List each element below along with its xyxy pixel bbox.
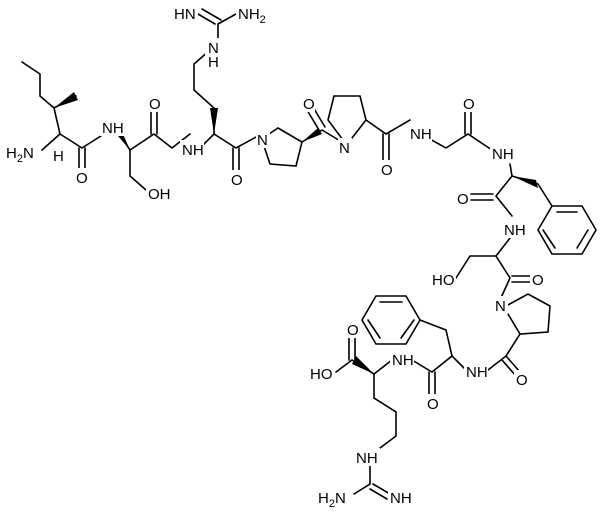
acid-carbonyl-oxygen-label: O	[347, 322, 359, 339]
ser2-side-chain-bonds	[455, 255, 497, 279]
pro2-carbonyl-bonds	[365, 119, 411, 135]
gly-amide-nh-label: NH	[410, 126, 432, 143]
ser1-backbone-bonds	[117, 131, 191, 152]
ser2-carbonyl-oxygen-label: O	[532, 272, 544, 289]
gly-carbonyl-oxygen-label: O	[463, 96, 475, 113]
pro2-ring-bonds	[327, 95, 367, 145]
bond-layer	[21, 8, 597, 500]
phe1-carbonyl-oxygen-label: O	[457, 191, 469, 208]
arg1-wedge	[210, 108, 218, 134]
pro3-ring-bonds	[505, 293, 551, 335]
pro2-carbonyl-oxygen-label: O	[381, 162, 393, 179]
pro3-nitrogen-label: N	[495, 298, 506, 315]
arg1-backbone-bonds	[201, 132, 259, 149]
phe1-amide-nh-label: NH	[492, 146, 514, 163]
phe2-benzene-ring	[361, 295, 421, 345]
ser2-amide-nh-label: NH	[504, 222, 526, 239]
wedge-layer	[54, 92, 538, 374]
pro3-carbonyl-bonds	[487, 333, 521, 371]
guanidine2-amine-label: H2N	[318, 490, 346, 510]
guanidine1-amine-label: NH2	[238, 6, 266, 26]
phe1-backbone-bonds	[494, 163, 513, 217]
guanidine1-nitrogen-label: N	[208, 40, 219, 57]
ile-carbonyl-double-bond	[78, 147, 86, 169]
phe1-benzene-inner-bonds	[542, 211, 589, 249]
phe2-carbonyl-oxygen-label: O	[427, 396, 439, 413]
pro1-carbonyl-oxygen-label: O	[303, 96, 315, 113]
acid-bonds	[335, 359, 353, 373]
acid-hydroxyl-label: HO	[310, 366, 333, 383]
phe1-carbonyl-double-bond	[470, 193, 494, 201]
arg1-carbonyl-double-bond	[232, 147, 240, 171]
pro1-wedge	[302, 128, 322, 142]
guanidine2-nh-label: NH	[356, 450, 378, 467]
guanidine1-hydrogen-label: H	[208, 54, 219, 71]
pro2-nitrogen-label: N	[339, 140, 350, 157]
ser1-side-chain-bonds	[129, 149, 147, 191]
gly-backbone-bonds	[427, 133, 493, 151]
ser1-carbonyl-double-bond	[150, 111, 158, 135]
arg2-side-chain-bonds	[373, 373, 397, 449]
ile-ser-amide-nh-label: NH	[102, 120, 124, 137]
phe2-benzene-inner-bonds	[367, 301, 415, 339]
ile-backbone-bonds	[41, 133, 105, 151]
phe2-backbone-bonds	[411, 354, 467, 373]
phe1-wedge	[512, 176, 538, 188]
ile-alpha-hydrogen-label: H	[53, 148, 64, 165]
pro3-carbonyl-double-bond	[501, 355, 521, 377]
arg2-amide-nh-label: NH	[392, 352, 414, 369]
phe2-side-chain-bonds	[419, 319, 453, 357]
acid-carbonyl-double-bond	[348, 337, 356, 361]
label-layer: HN NH2 N H H2N H NH O O OH NH O N O N O	[4, 4, 544, 510]
phe1-benzene-ring	[537, 205, 597, 255]
phe2-carbonyl-double-bond	[428, 371, 436, 395]
guanidine2-imine-double-bond	[369, 483, 391, 500]
phe2-amide-nh-label: NH	[466, 364, 488, 381]
ile-amine-label: H2N	[6, 145, 34, 165]
arg2-wedge	[352, 356, 374, 374]
ser2-hydroxyl-label: HO	[432, 272, 455, 289]
ser1-wedge	[118, 132, 130, 150]
ile-methyl-wedge	[54, 92, 78, 108]
ser1-carbonyl-oxygen-label: O	[149, 96, 161, 113]
guanidine1-imine-label: HN	[174, 6, 196, 23]
gly-carbonyl-double-bond	[464, 111, 472, 135]
guanidine1-imine-double-bond	[197, 8, 222, 25]
guanidine2-imine-label: NH	[390, 490, 412, 507]
arg1-amide-nh-label: NH	[182, 142, 204, 159]
arg1-carbonyl-oxygen-label: O	[231, 172, 243, 189]
ile-carbonyl-oxygen-label: O	[76, 170, 88, 187]
pro3-carbonyl-oxygen-label: O	[516, 372, 528, 389]
ser1-hydroxyl-label: OH	[148, 186, 171, 203]
pro1-nitrogen-label: N	[257, 132, 268, 149]
guanidine2-bonds	[353, 465, 371, 495]
ser2-carbonyl-double-bond	[511, 275, 531, 283]
ser2-backbone-bonds	[495, 237, 511, 301]
pro2-carbonyl-double-bond	[382, 133, 390, 161]
